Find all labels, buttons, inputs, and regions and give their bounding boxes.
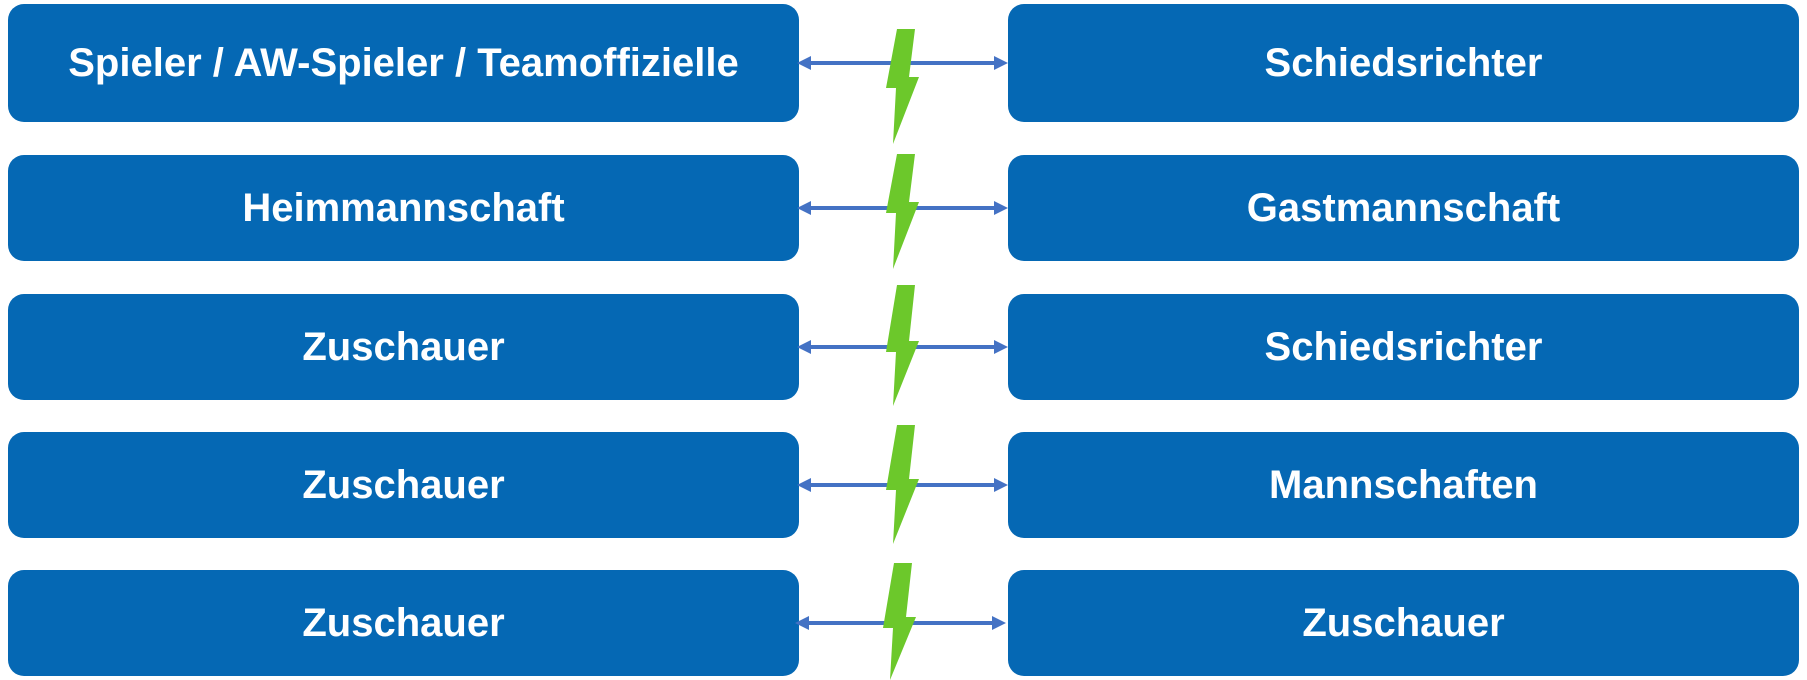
conflict-connector — [797, 285, 1008, 406]
conflict-pair-row: Zuschauer Mannschaften — [0, 425, 1807, 544]
conflict-connector — [797, 425, 1008, 544]
lightning-bolt-icon — [883, 563, 916, 680]
right-party-label: Schiedsrichter — [1264, 40, 1543, 85]
left-party-label: Spieler / AW-Spieler / Teamoffizielle — [68, 40, 739, 85]
conflict-connector — [795, 563, 1006, 680]
right-party-label: Schiedsrichter — [1264, 324, 1543, 369]
conflict-pair-row: Zuschauer Zuschauer — [0, 563, 1807, 680]
right-party-box: Schiedsrichter — [1008, 294, 1799, 400]
left-party-box: Heimmannschaft — [8, 155, 799, 261]
lightning-bolt-icon — [886, 285, 919, 406]
left-party-box: Zuschauer — [8, 570, 799, 676]
left-party-box: Zuschauer — [8, 432, 799, 538]
right-party-label: Zuschauer — [1302, 600, 1505, 645]
right-party-label: Gastmannschaft — [1246, 185, 1561, 230]
conflict-connector — [797, 154, 1008, 269]
left-party-box: Spieler / AW-Spieler / Teamoffizielle — [8, 4, 799, 122]
right-party-box: Schiedsrichter — [1008, 4, 1799, 122]
conflict-pair-row: Spieler / AW-Spieler / Teamoffizielle Sc… — [0, 4, 1807, 144]
right-party-box: Zuschauer — [1008, 570, 1799, 676]
right-party-box: Mannschaften — [1008, 432, 1799, 538]
lightning-bolt-icon — [886, 154, 919, 269]
conflict-pair-row: Zuschauer Schiedsrichter — [0, 285, 1807, 406]
right-party-box: Gastmannschaft — [1008, 155, 1799, 261]
right-party-label: Mannschaften — [1269, 462, 1538, 507]
left-party-label: Zuschauer — [302, 462, 505, 507]
left-party-label: Zuschauer — [302, 600, 505, 645]
conflict-connector — [797, 29, 1008, 144]
left-party-box: Zuschauer — [8, 294, 799, 400]
conflict-pair-row: Heimmannschaft Gastmannschaft — [0, 154, 1807, 269]
left-party-label: Heimmannschaft — [242, 185, 565, 230]
lightning-bolt-icon — [886, 29, 919, 144]
lightning-bolt-icon — [886, 425, 919, 544]
left-party-label: Zuschauer — [302, 324, 505, 369]
